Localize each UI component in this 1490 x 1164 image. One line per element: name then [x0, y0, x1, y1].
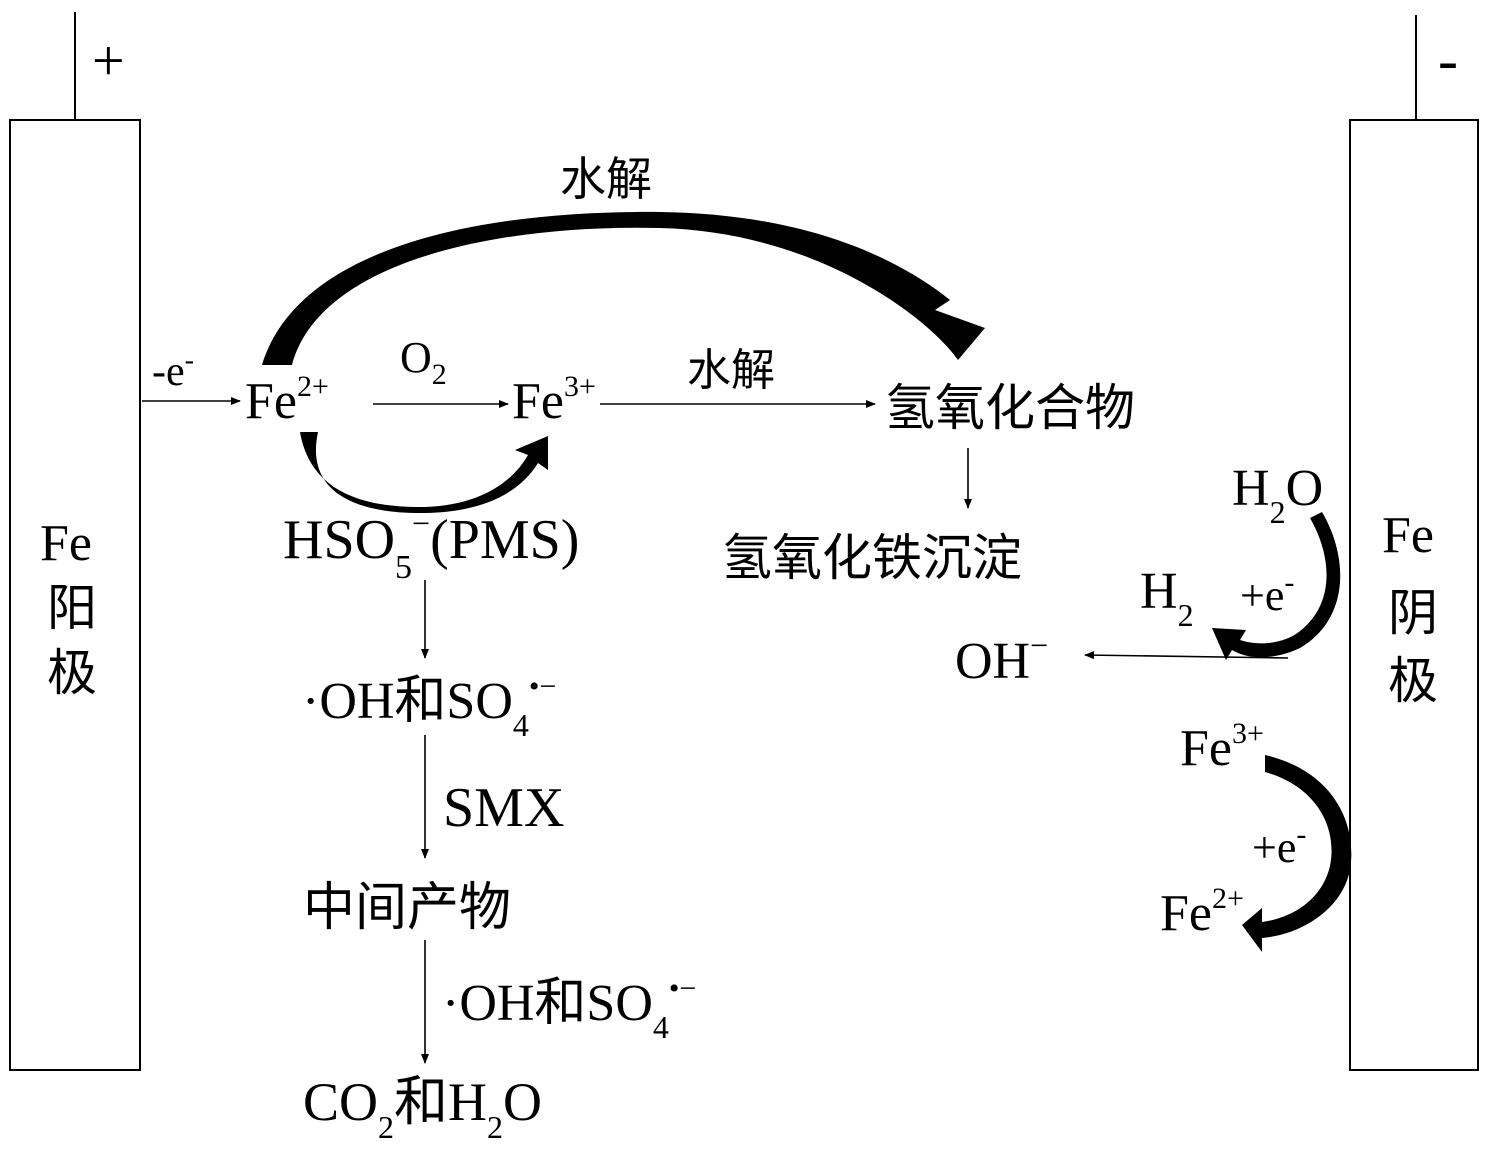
to-hydroxide-ion-arrow	[1084, 651, 1289, 660]
cathode-label-yin: 阴	[1388, 584, 1438, 642]
fe2-ion: Fe2+	[245, 370, 329, 430]
cathode-plate	[1349, 119, 1479, 1071]
pms-curved-arrow	[300, 432, 548, 514]
hydrogen-gas: H2	[1140, 563, 1194, 633]
water-molecule: H2O	[1232, 460, 1323, 530]
hydrolysis-top-label: 水解	[560, 152, 652, 206]
anode-label-fe: Fe	[40, 515, 92, 572]
radicals-first: ·OH和SO4•−	[302, 670, 556, 743]
oxygen-label: O2	[400, 333, 447, 391]
fe3-reduction-curved-arrow	[1242, 755, 1352, 952]
cathode-terminal-sign: -	[1438, 27, 1458, 93]
ferric-hydroxide-precipitate: 氢氧化铁沉淀	[722, 529, 1022, 587]
intermediate-products: 中间产物	[303, 878, 511, 938]
hydroxide-ion: OH−	[955, 627, 1048, 690]
electron-loss-label: -e-	[152, 345, 194, 395]
anode-label-yang: 阳	[47, 579, 97, 637]
anode-terminal-sign: +	[92, 28, 125, 93]
pms-oxidant: HSO5−(PMS)	[283, 505, 579, 586]
cathode-fe3-ion: Fe3+	[1180, 717, 1264, 777]
cathode-electrode: - Fe 阴 极	[1349, 15, 1479, 1071]
cathode-label-fe: Fe	[1382, 507, 1434, 564]
hydrolysis-mid-label: 水解	[687, 345, 775, 396]
water-reduction-curved-arrow	[1212, 512, 1341, 660]
smx-pollutant: SMX	[443, 777, 564, 839]
radicals-second: ·OH和SO4•−	[442, 972, 696, 1045]
fe3-ion: Fe3+	[512, 370, 596, 430]
hydroxide-compound: 氢氧化合物	[885, 379, 1135, 437]
cathode-fe2-ion: Fe2+	[1160, 882, 1244, 942]
anode-label-ji: 极	[47, 644, 97, 702]
hydrolysis-curved-arrow	[262, 211, 985, 365]
final-products: CO2和H2O	[303, 1072, 542, 1145]
cathode-label-ji: 极	[1388, 652, 1438, 710]
electron-gain-2: +e-	[1252, 818, 1306, 872]
electron-gain-1: +e-	[1240, 566, 1294, 620]
anode-electrode: + Fe 阳 极	[9, 12, 141, 1071]
